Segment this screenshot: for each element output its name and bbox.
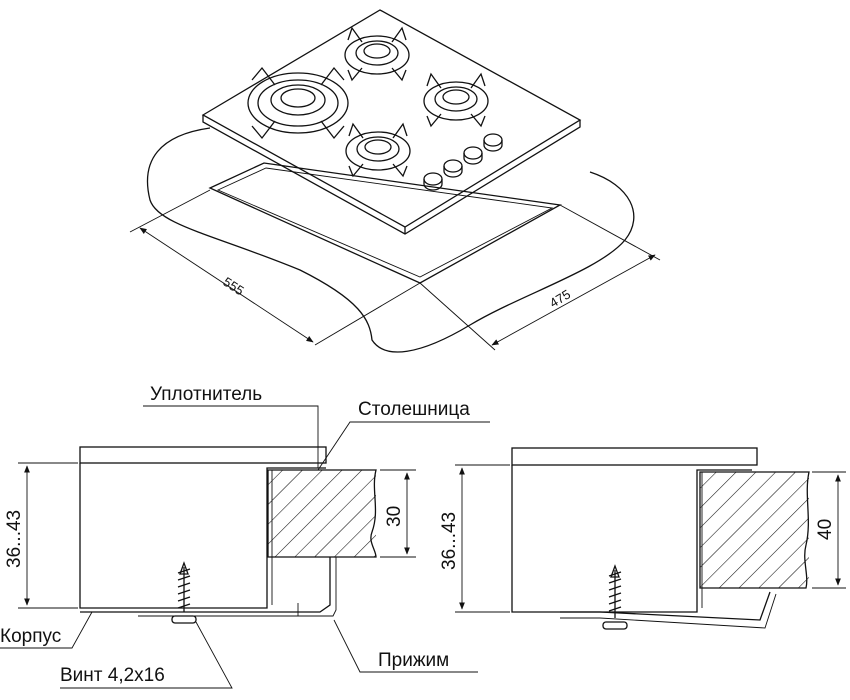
- height-right-label: 36...43: [439, 512, 460, 570]
- section-left: 36...43 30 Уплотнитель Столешница Корпус…: [0, 384, 490, 689]
- control-knobs: [423, 133, 503, 191]
- glass-top-right: [511, 447, 758, 466]
- hob-body-right: [511, 465, 752, 613]
- burner-large: [247, 66, 349, 140]
- dimension-depth-label: 475: [547, 287, 573, 311]
- dimension-width-label: 555: [220, 274, 246, 298]
- section-right: 36...43 40: [439, 447, 846, 630]
- knob-4: [483, 133, 503, 152]
- thickness-right-label: 40: [815, 519, 836, 540]
- label-seal: Уплотнитель: [150, 384, 262, 405]
- glass-top-left: [79, 446, 327, 464]
- countertop-right: [700, 472, 809, 588]
- label-screw: Винт 4,2х16: [60, 665, 165, 686]
- screw-right: [602, 564, 628, 630]
- clamp-left: [80, 557, 331, 613]
- knob-3: [463, 146, 483, 165]
- hob-body-left: [79, 463, 326, 609]
- thickness-left-label: 30: [384, 506, 405, 527]
- countertop-outline: [146, 127, 635, 353]
- knob-1: [423, 172, 443, 191]
- burner-front: [345, 122, 411, 178]
- label-clamp: Прижим: [378, 650, 449, 671]
- screw-left: [171, 561, 197, 624]
- height-left-label: 36...43: [4, 510, 25, 568]
- dimension-width: 555: [129, 189, 421, 346]
- hob-glass-panel: [201, 9, 582, 235]
- dimension-depth: 475: [419, 204, 661, 351]
- knob-2: [443, 159, 463, 178]
- label-countertop: Столешница: [358, 399, 470, 420]
- clamp-right: [560, 591, 771, 621]
- hob-isometric-view: 555 475: [129, 9, 661, 353]
- countertop-left: [268, 470, 376, 557]
- burner-top: [344, 26, 410, 82]
- label-body: Корпус: [0, 626, 61, 647]
- burner-right: [423, 72, 489, 128]
